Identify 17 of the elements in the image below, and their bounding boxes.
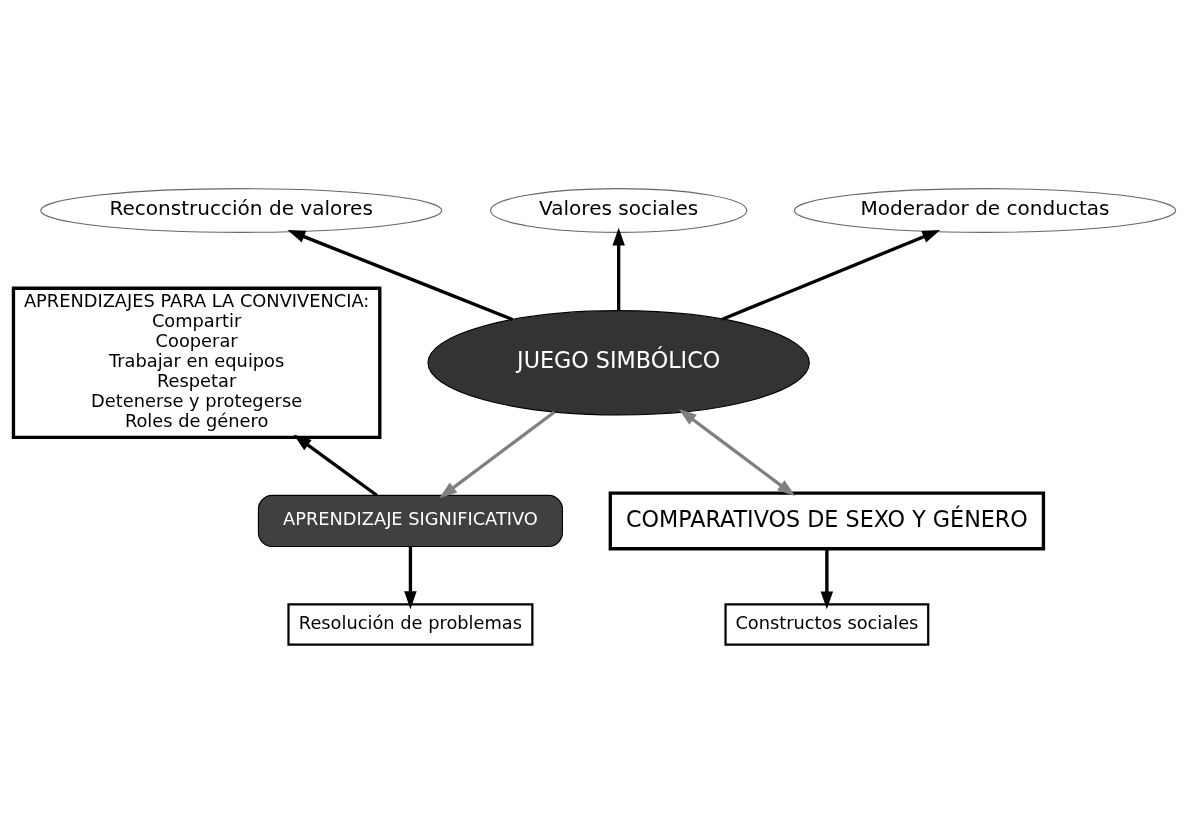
node-box: APRENDIZAJE SIGNIFICATIVO: [257, 494, 563, 548]
node-box: Resolución de problemas: [287, 603, 534, 646]
arrow: [439, 410, 556, 499]
node-ellipse: Moderador de conductas: [793, 188, 1177, 233]
arrow: [287, 230, 514, 322]
arrow: [404, 546, 417, 610]
arrow: [820, 549, 834, 610]
node-box: Constructos sociales: [724, 603, 930, 646]
arrow: [612, 227, 625, 311]
arrow: [678, 408, 796, 497]
arrow: [721, 229, 941, 321]
arrow: [293, 434, 378, 497]
node-ellipse: Reconstrucción de valores: [40, 188, 443, 233]
node-ellipse: JUEGO SIMBÓLICO: [427, 310, 810, 416]
node-box: APRENDIZAJES PARA LA CONVIVENCIA: Compartir Cooperar Trabajar en equipos Respetar Detenerse y protegerse Roles de género: [11, 286, 382, 440]
node-ellipse: Valores sociales: [490, 188, 748, 233]
node-box: COMPARATIVOS DE SEXO Y GÉNERO: [608, 491, 1046, 551]
